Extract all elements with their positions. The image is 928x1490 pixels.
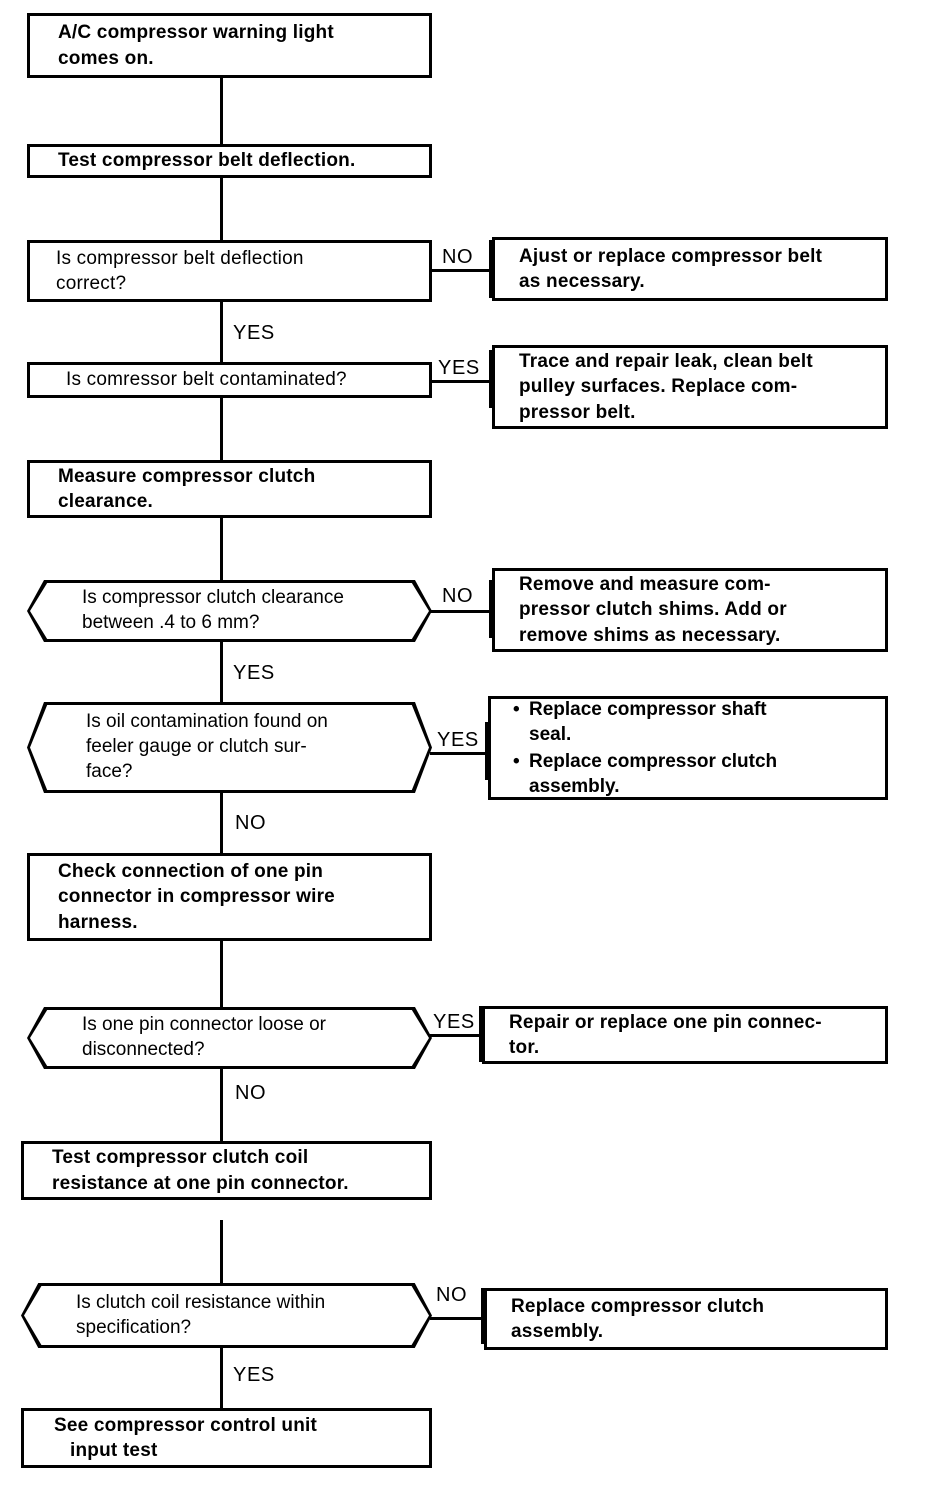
node-q-oil-contamination[interactable]: Is oil contamination found on feeler gau… xyxy=(27,702,432,793)
connector-tick-yes-oil xyxy=(485,722,488,780)
node-q-belt-contaminated-label: Is comressor belt contaminated? xyxy=(66,369,347,391)
node-a-replace-clutch-assembly-label: Replace compressor clutch assembly. xyxy=(511,1295,765,1342)
node-q-coil-resistance-spec-label: Is clutch coil resistance within specifi… xyxy=(76,1291,326,1338)
connector-q-oil-no xyxy=(220,793,223,853)
node-test-coil-resistance-label: Test compressor clutch coil resistance a… xyxy=(52,1147,349,1194)
node-q-coil-resistance-spec[interactable]: Is clutch coil resistance within specifi… xyxy=(21,1283,432,1348)
connector-measure-to-q-clearance xyxy=(220,518,223,580)
branch-label-no-belt-deflection: NO xyxy=(442,246,474,268)
branch-label-yes-pin-connector: YES xyxy=(433,1011,475,1033)
connector-branch-no-coil xyxy=(430,1317,484,1320)
node-a-replace-shaft-seal-list: • Replace compressor shaft seal. • Repla… xyxy=(491,697,885,800)
connector-test-deflection-to-q-deflection xyxy=(220,178,223,240)
node-a-replace-clutch-assembly[interactable]: Replace compressor clutch assembly. xyxy=(484,1288,888,1350)
node-end-see-control-unit-label: See compressor control unit input test xyxy=(54,1414,318,1461)
connector-tick-no-coil xyxy=(481,1288,484,1344)
node-a-remove-measure-shims[interactable]: Remove and measure com- pressor clutch s… xyxy=(492,568,888,652)
node-measure-clutch-clearance-label: Measure compressor clutch clearance. xyxy=(58,465,316,512)
node-check-pin-connector[interactable]: Check connection of one pin connector in… xyxy=(27,853,432,941)
branch-label-yes-oil-contamination: YES xyxy=(437,729,479,751)
branch-label-yes-clutch-clearance: YES xyxy=(233,662,275,684)
node-q-clutch-clearance-label: Is compressor clutch clearance between .… xyxy=(82,587,344,633)
node-a-trace-repair-leak-label: Trace and repair leak, clean belt pulley… xyxy=(519,351,813,423)
node-measure-clutch-clearance[interactable]: Measure compressor clutch clearance. xyxy=(27,460,432,518)
branch-label-no-clutch-clearance: NO xyxy=(442,585,474,607)
connector-branch-no-deflection xyxy=(430,269,492,272)
bullet-icon: • xyxy=(513,750,520,772)
connector-branch-yes-oil xyxy=(430,752,488,755)
branch-label-yes-belt-deflection: YES xyxy=(233,322,275,344)
connector-tick-no-deflection xyxy=(489,240,492,298)
node-test-coil-resistance[interactable]: Test compressor clutch coil resistance a… xyxy=(21,1141,432,1200)
node-a-repair-pin-connector[interactable]: Repair or replace one pin connec- tor. xyxy=(482,1006,888,1064)
node-q-belt-deflection-correct-label: Is compressor belt deflection correct? xyxy=(56,247,304,294)
node-a-trace-repair-leak[interactable]: Trace and repair leak, clean belt pulley… xyxy=(492,345,888,429)
node-q-pin-connector-loose[interactable]: Is one pin connector loose or disconnect… xyxy=(27,1007,432,1069)
connector-check-pin-to-q-pin xyxy=(220,941,223,1007)
connector-q-deflection-yes xyxy=(220,302,223,362)
branch-label-no-oil-contamination: NO xyxy=(235,812,267,834)
node-q-clutch-clearance[interactable]: Is compressor clutch clearance between .… xyxy=(27,580,432,642)
connector-test-coil-to-q-coil xyxy=(220,1220,223,1288)
node-start-label: A/C compressor warning light comes on. xyxy=(58,22,334,69)
branch-label-yes-belt-contaminated: YES xyxy=(438,357,480,379)
connector-q-contaminated-to-measure xyxy=(220,398,223,460)
node-start[interactable]: A/C compressor warning light comes on. xyxy=(27,13,432,78)
node-a-repair-pin-connector-label: Repair or replace one pin connec- tor. xyxy=(509,1011,822,1058)
connector-tick-no-clearance xyxy=(489,580,492,638)
node-q-oil-contamination-label: Is oil contamination found on feeler gau… xyxy=(86,711,328,782)
node-a-remove-measure-shims-label: Remove and measure com- pressor clutch s… xyxy=(519,574,787,646)
connector-branch-yes-contaminated xyxy=(430,380,492,383)
node-q-belt-deflection-correct[interactable]: Is compressor belt deflection correct? xyxy=(27,240,432,302)
node-a-adjust-belt[interactable]: Ajust or replace compressor belt as nece… xyxy=(492,237,888,301)
list-item: • Replace compressor clutch assembly. xyxy=(513,750,778,797)
connector-branch-no-clearance xyxy=(430,610,492,613)
branch-label-yes-coil-resistance: YES xyxy=(233,1364,275,1386)
branch-label-no-coil-resistance: NO xyxy=(436,1284,468,1306)
connector-q-coil-yes xyxy=(220,1348,223,1408)
connector-tick-yes-contaminated xyxy=(489,350,492,408)
connector-branch-yes-pin xyxy=(430,1034,482,1037)
connector-q-pin-no xyxy=(220,1063,223,1141)
node-q-pin-connector-loose-label: Is one pin connector loose or disconnect… xyxy=(82,1014,326,1060)
node-end-see-control-unit[interactable]: See compressor control unit input test xyxy=(21,1408,432,1468)
branch-label-no-pin-connector: NO xyxy=(235,1082,267,1104)
node-test-belt-deflection[interactable]: Test compressor belt deflection. xyxy=(27,144,432,178)
node-check-pin-connector-label: Check connection of one pin connector in… xyxy=(58,861,335,933)
node-a-replace-shaft-seal[interactable]: • Replace compressor shaft seal. • Repla… xyxy=(488,696,888,800)
list-item: • Replace compressor shaft seal. xyxy=(513,698,767,746)
connector-q-clearance-yes xyxy=(220,642,223,702)
node-test-belt-deflection-label: Test compressor belt deflection. xyxy=(58,150,356,172)
node-q-belt-contaminated[interactable]: Is comressor belt contaminated? xyxy=(27,362,432,398)
bullet-icon: • xyxy=(513,698,520,720)
connector-tick-yes-pin xyxy=(479,1006,482,1062)
connector-start-to-test-deflection xyxy=(220,78,223,144)
node-a-adjust-belt-label: Ajust or replace compressor belt as nece… xyxy=(519,245,823,292)
